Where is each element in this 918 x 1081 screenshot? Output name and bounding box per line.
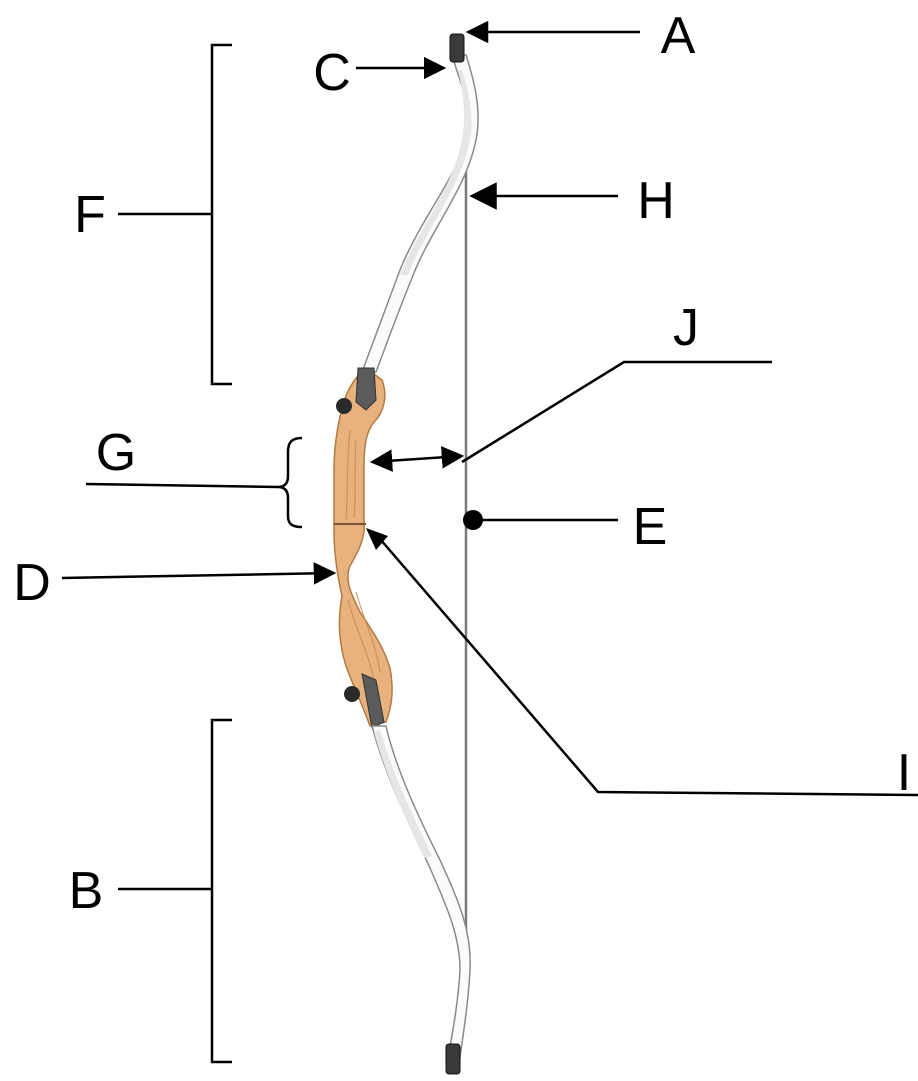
grip-brace xyxy=(277,436,303,529)
label-J: J xyxy=(673,299,699,357)
label-I-arrowhead xyxy=(366,528,388,550)
upper-limb-pocket xyxy=(355,367,377,411)
upper-limb-tip xyxy=(449,33,465,63)
lower-limb-bolt xyxy=(344,686,360,702)
label-B: B xyxy=(69,862,104,920)
lower-limb-edge-shade xyxy=(374,730,432,858)
upper-limb-edge-shade xyxy=(400,70,472,275)
brace-height-arrow xyxy=(369,446,465,472)
riser-grain xyxy=(345,429,381,681)
label-J-leader xyxy=(461,360,772,464)
label-D: D xyxy=(13,554,51,612)
upper-limb-bolt xyxy=(336,398,352,414)
label-G: G xyxy=(96,424,136,482)
lower-limb-bracket xyxy=(210,718,232,1064)
lower-limb-pocket xyxy=(361,673,385,729)
label-G-leader xyxy=(85,482,279,489)
label-I: I xyxy=(897,744,911,802)
upper-limb-bracket xyxy=(210,43,232,386)
upper-limb xyxy=(360,54,479,373)
label-E: E xyxy=(633,498,668,556)
label-F: F xyxy=(74,186,106,244)
label-A: A xyxy=(661,7,696,65)
lower-limb xyxy=(371,725,471,1059)
label-C: C xyxy=(313,44,351,102)
label-I-leader xyxy=(373,531,918,797)
lower-limb-tip xyxy=(445,1043,461,1075)
label-H: H xyxy=(637,172,675,230)
nocking-point-dot xyxy=(463,510,483,530)
riser xyxy=(333,367,393,727)
label-D-arrow xyxy=(61,562,337,585)
